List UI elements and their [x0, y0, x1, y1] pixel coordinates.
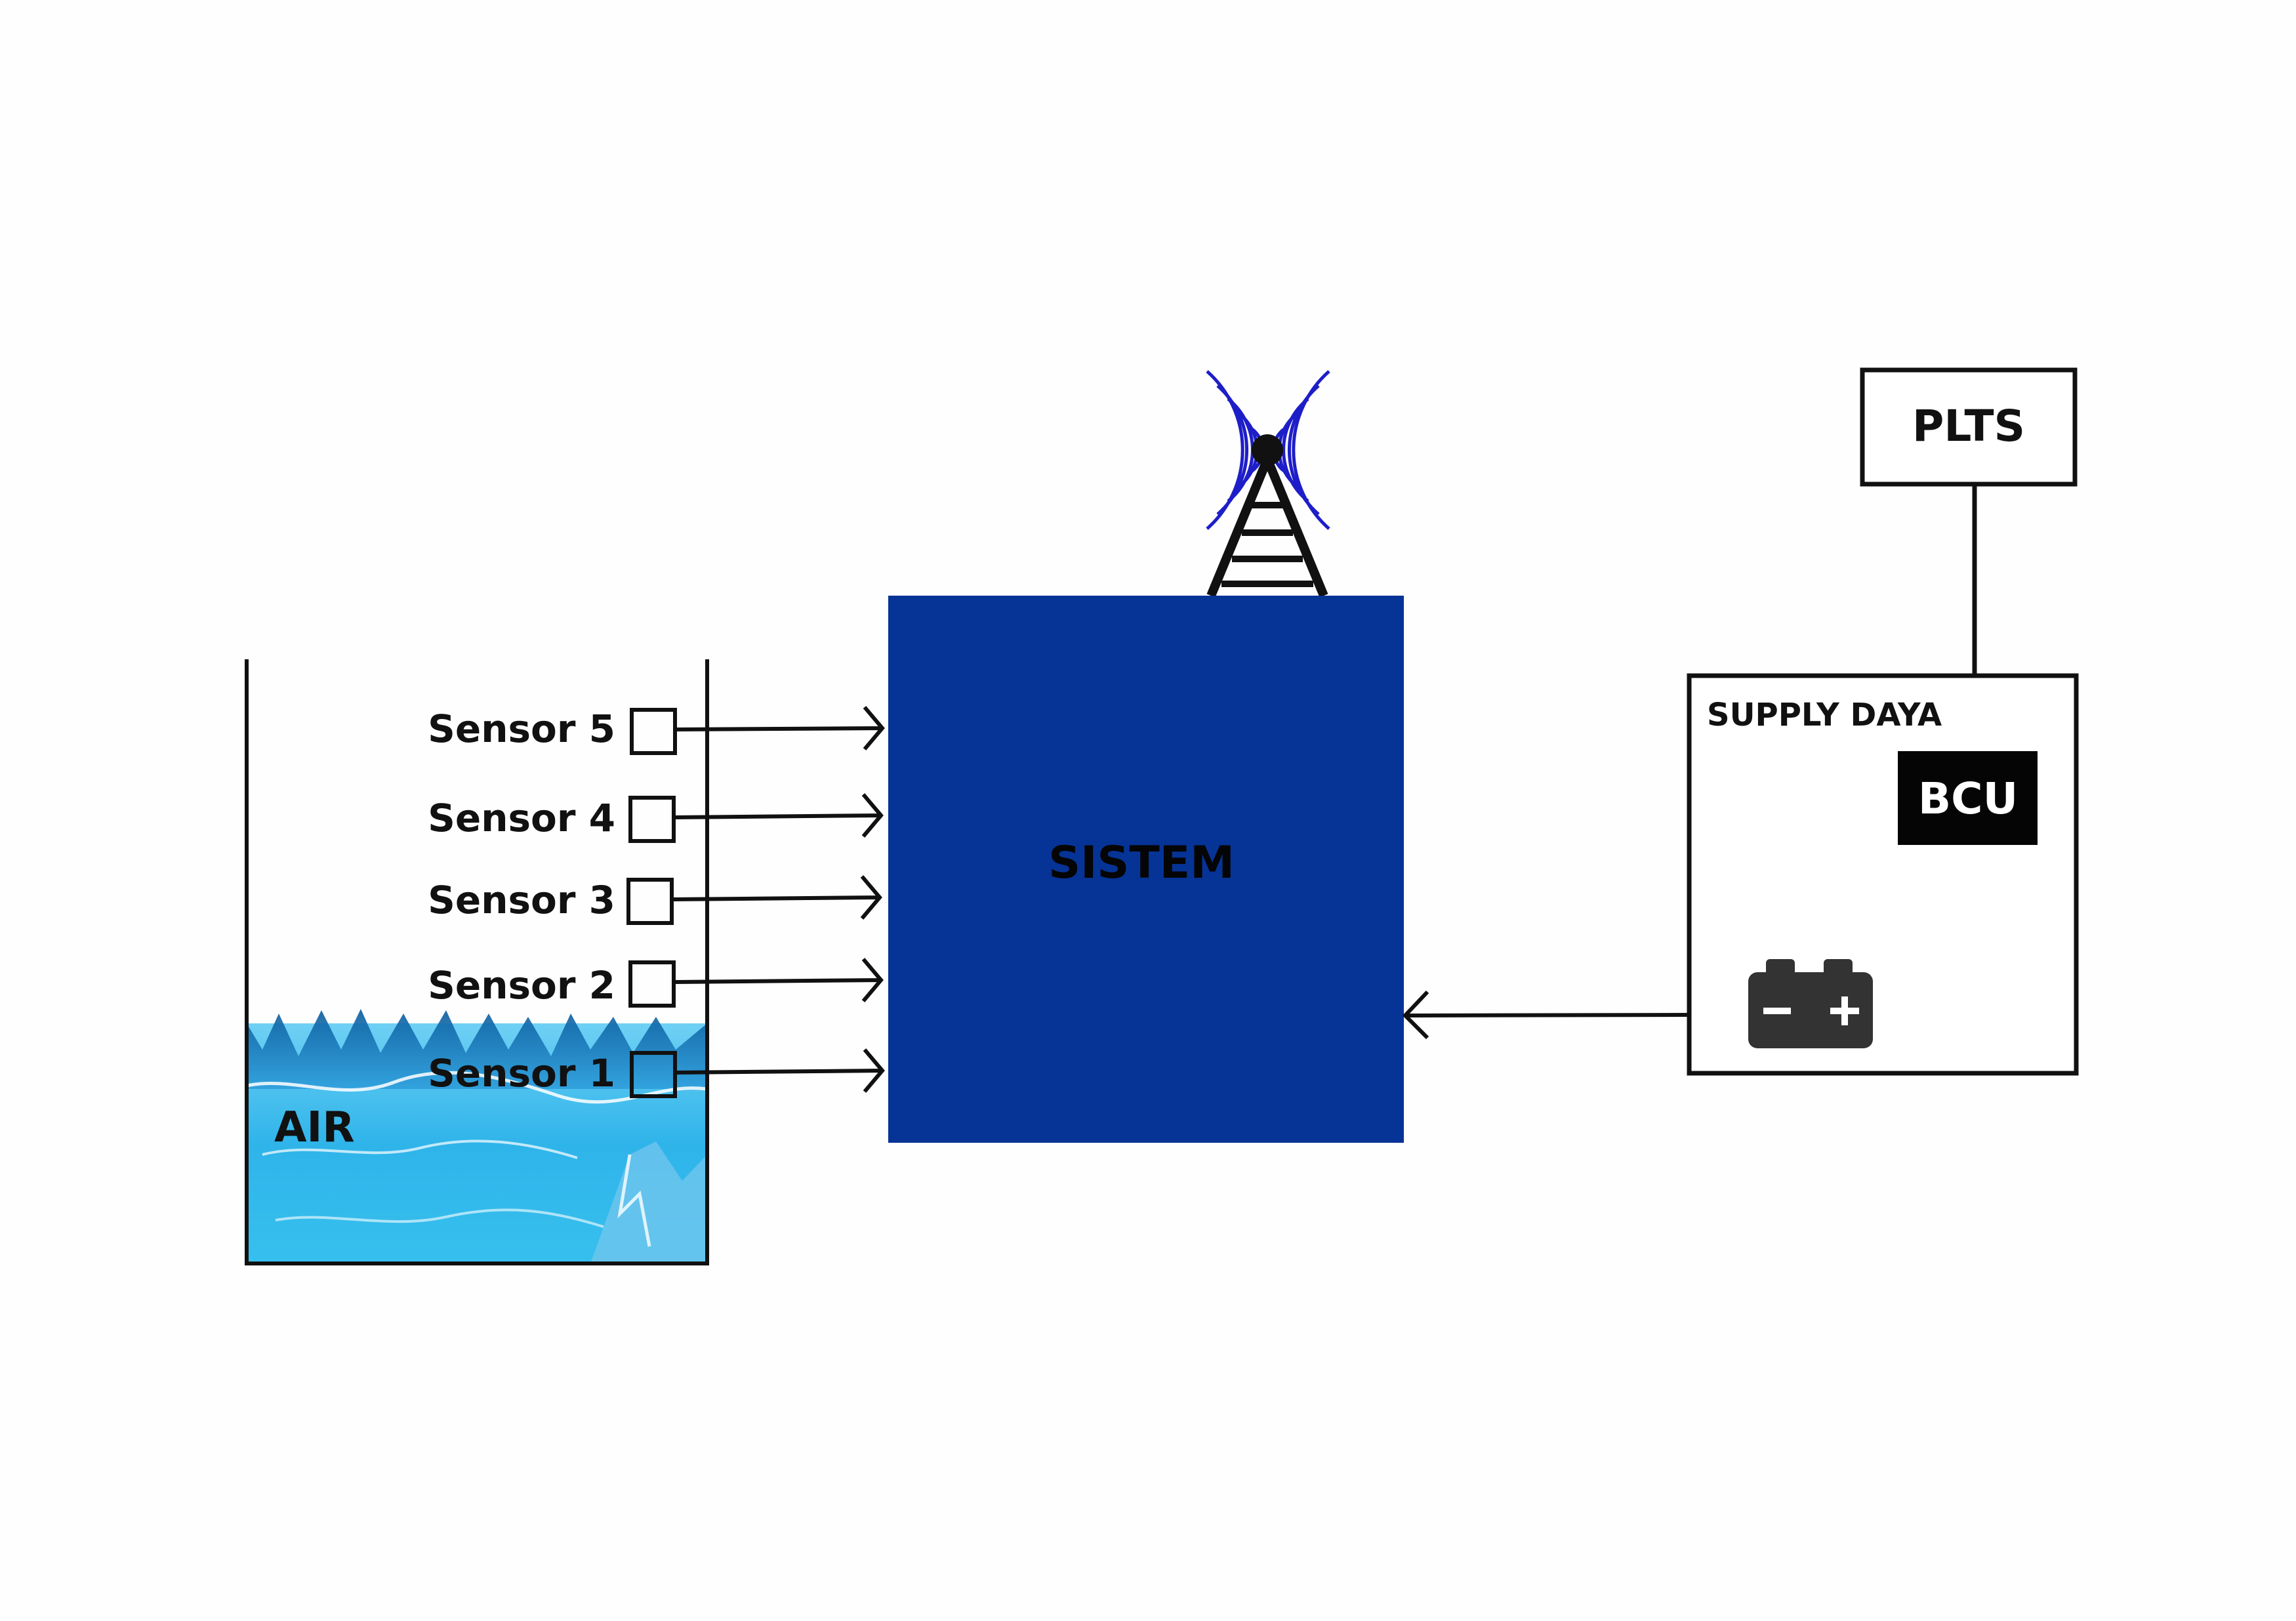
- sensor-label: Sensor 5: [428, 707, 615, 751]
- sensor-2: Sensor 2: [428, 958, 884, 1008]
- supply-block: SUPPLY DAYA BCU: [1687, 673, 2079, 1076]
- sensor-arrow: [671, 875, 882, 920]
- antenna-tower-icon: [1206, 370, 1330, 598]
- sensor-box: [630, 708, 677, 755]
- sensor-label: Sensor 4: [428, 796, 615, 840]
- system-label: SISTEM: [1048, 837, 1235, 889]
- sensor-4: Sensor 4: [428, 793, 884, 843]
- supply-arrow: [1402, 990, 1690, 1040]
- sensor-label: Sensor 1: [428, 1051, 615, 1096]
- battery-icon: [1748, 959, 1873, 1048]
- sensor-arrow: [674, 1048, 885, 1093]
- sensor-box: [628, 796, 676, 843]
- system-block: SISTEM: [888, 596, 1404, 1143]
- plts-label: PLTS: [1912, 401, 2025, 451]
- supply-label: SUPPLY DAYA: [1707, 697, 1942, 733]
- tank-label: AIR: [274, 1103, 355, 1152]
- sensor-arrow: [674, 706, 885, 750]
- sensor-box: [628, 960, 676, 1008]
- sensor-box: [626, 878, 674, 925]
- plts-block: PLTS: [1860, 367, 2078, 487]
- system-box: [888, 596, 1404, 1143]
- sensor-arrow: [673, 793, 884, 838]
- sensor-5: Sensor 5: [428, 706, 885, 755]
- sensor-3: Sensor 3: [428, 875, 882, 925]
- sensor-1: Sensor 1: [428, 1048, 885, 1098]
- bcu-box: [1898, 751, 2038, 845]
- sensor-box: [630, 1051, 677, 1098]
- sensor-label: Sensor 3: [428, 878, 615, 922]
- bcu-label: BCU: [1918, 773, 2018, 824]
- sensor-label: Sensor 2: [428, 963, 615, 1008]
- sensor-arrow: [673, 958, 884, 1002]
